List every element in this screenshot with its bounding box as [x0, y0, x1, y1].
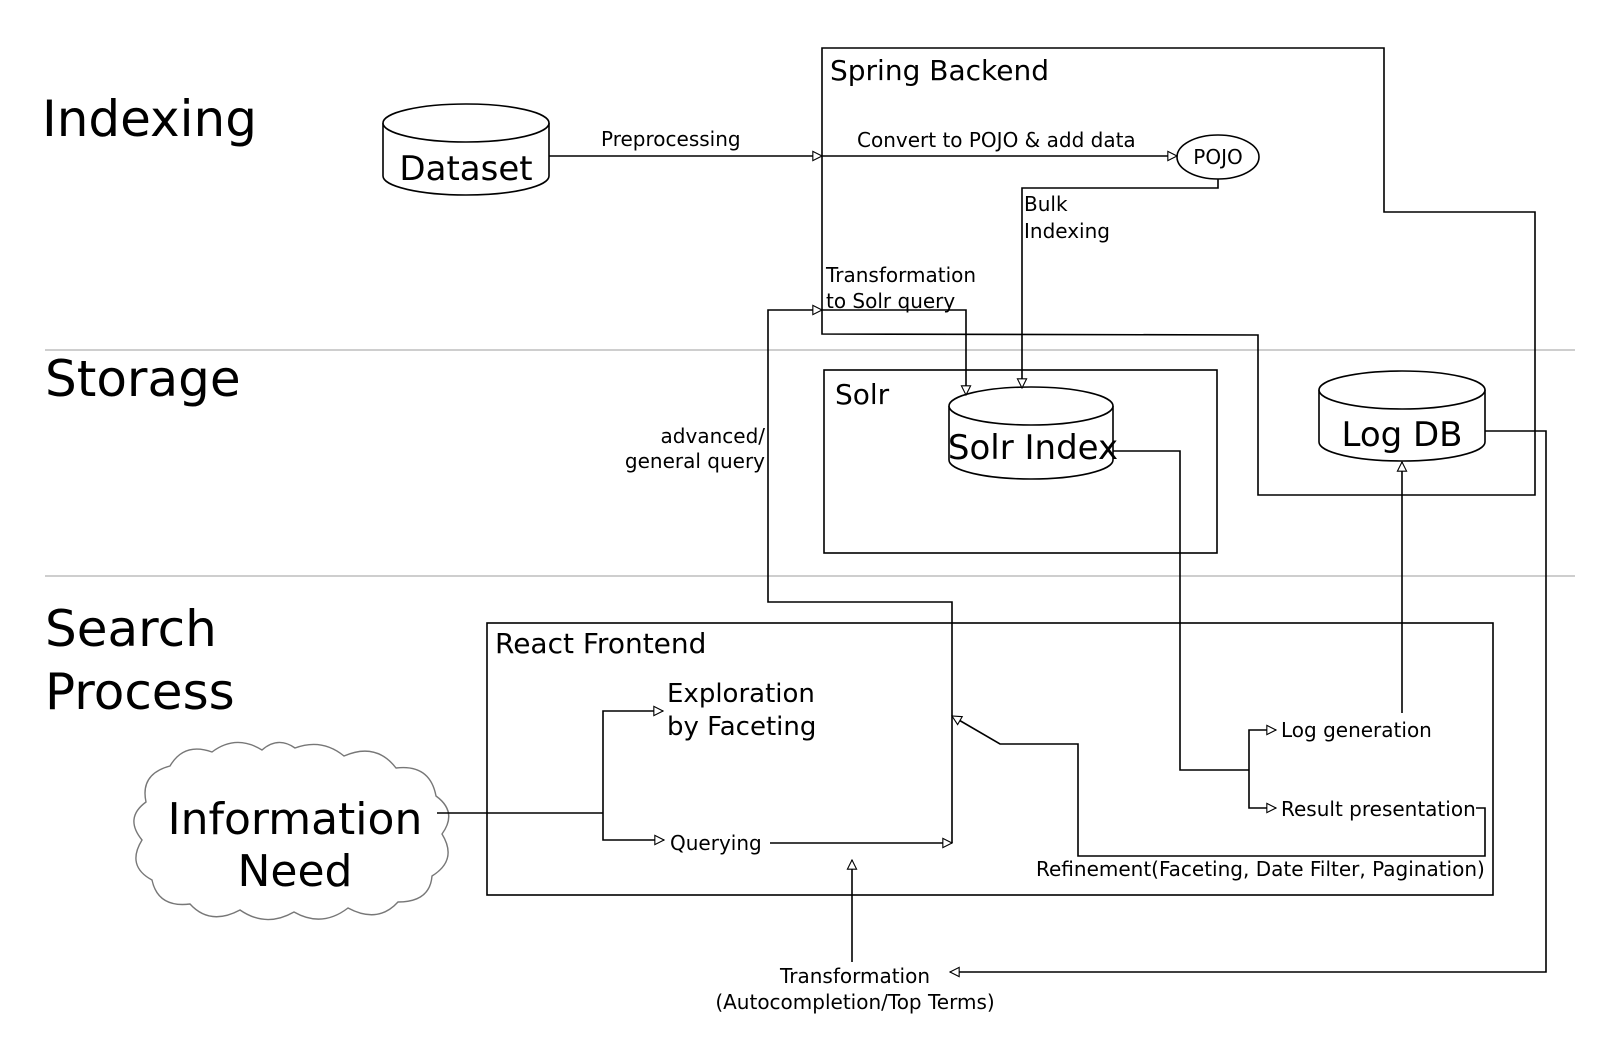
section-indexing: Indexing	[42, 90, 257, 148]
refinement-label: Refinement(Faceting, Date Filter, Pagina…	[1036, 857, 1485, 881]
advanced-query-line2: general query	[625, 449, 765, 473]
edge-to-result-presentation	[1248, 770, 1276, 808]
edge-solr-results	[1113, 450, 1249, 771]
section-search-line1: Search	[45, 600, 217, 658]
exploration-line2: by Faceting	[667, 712, 816, 742]
solr-container	[823, 369, 1218, 554]
react-frontend-container	[486, 622, 1494, 896]
edge-advanced-query	[767, 310, 953, 843]
information-need-cloud: Information Need	[133, 741, 450, 921]
information-need-line1: Information	[168, 794, 423, 845]
log-db-label: Log DB	[1341, 415, 1462, 455]
advanced-query-line1: advanced/	[661, 424, 766, 448]
spring-backend-container	[821, 47, 1536, 496]
edge-logdb-transformation	[950, 430, 1547, 972]
edge-bulk-indexing	[1022, 179, 1219, 388]
transformation-auto-line2: (Autocompletion/Top Terms)	[715, 990, 994, 1014]
solr-index-label: Solr Index	[948, 428, 1118, 468]
react-frontend-title: React Frontend	[495, 627, 706, 660]
result-presentation-label: Result presentation	[1281, 797, 1476, 821]
transformation-auto-line1: Transformation	[779, 964, 930, 988]
querying-label: Querying	[670, 831, 762, 855]
dataset-store: Dataset	[382, 103, 550, 196]
dataset-label: Dataset	[399, 149, 532, 189]
transformation-solr-line2: to Solr query	[826, 289, 955, 313]
log-db-store: Log DB	[1318, 370, 1486, 462]
spring-backend-title: Spring Backend	[830, 54, 1049, 87]
convert-pojo-label: Convert to POJO & add data	[857, 128, 1136, 152]
section-storage: Storage	[45, 350, 241, 408]
preprocessing-label: Preprocessing	[601, 127, 741, 151]
solr-title: Solr	[835, 378, 890, 411]
pojo-node: POJO	[1176, 134, 1260, 180]
pojo-label: POJO	[1193, 145, 1242, 169]
edge-to-querying	[602, 813, 664, 840]
edge-to-log-generation	[1248, 730, 1276, 770]
solr-index-store: Solr Index	[948, 386, 1118, 480]
edge-transformation-solr	[822, 309, 966, 395]
log-generation-label: Log generation	[1281, 718, 1432, 742]
information-need-line2: Need	[238, 846, 353, 897]
transformation-solr-line1: Transformation	[825, 263, 976, 287]
section-search-line2: Process	[45, 663, 235, 721]
edge-refinement	[952, 715, 1486, 857]
edge-to-exploration	[602, 711, 663, 813]
bulk-label-line2: Indexing	[1024, 219, 1110, 243]
exploration-line1: Exploration	[667, 679, 815, 709]
bulk-label-line1: Bulk	[1024, 192, 1068, 216]
